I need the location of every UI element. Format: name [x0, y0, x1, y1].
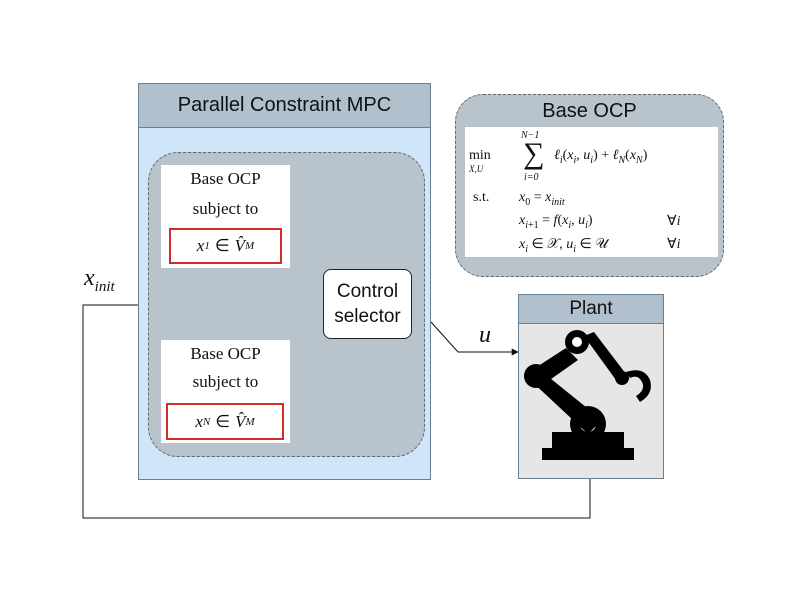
st-label: s.t.	[473, 190, 490, 205]
constraint-initial: x0 = xinit	[519, 190, 565, 208]
sum-symbol: ∑	[523, 137, 545, 170]
constraint-dynamics: xi+1 = f(xi, ui)	[519, 213, 593, 231]
top-ocp-line1: Base OCP	[190, 169, 261, 188]
robot-arm-icon	[524, 330, 651, 460]
objective: ℓi(xi, ui) + ℓN(xN)	[554, 148, 648, 166]
forall-1: ∀i	[667, 214, 681, 229]
min-label: min	[469, 148, 491, 163]
forall-2: ∀i	[667, 237, 681, 252]
top-ocp-line2: subject to	[192, 199, 259, 218]
selector-line1: Control	[336, 281, 399, 302]
base-ocp-title: Base OCP	[542, 100, 637, 122]
constraint-sets: xi ∈ 𝒳, ui ∈ 𝒰	[519, 237, 608, 255]
control-selector: Control selector	[323, 269, 412, 339]
x-init-symbol: x	[84, 265, 95, 291]
constraint-rel: ∈	[214, 236, 230, 255]
mpc-title: Parallel Constraint MPC	[138, 83, 431, 128]
plant-title: Plant	[518, 294, 664, 324]
bottom-ocp-line1: Base OCP	[190, 344, 261, 363]
min-subscript: X,U	[469, 164, 484, 174]
base-ocp-formula: min X,U N−1 ∑ i=0 ℓi(xi, ui) + ℓN(xN) s.…	[465, 127, 718, 257]
constraint-var: x	[196, 236, 205, 255]
constraint-sub: 1	[204, 240, 210, 252]
constraint-var: x	[195, 411, 203, 431]
constraint-sub: N	[202, 415, 211, 428]
selector-line2: selector	[334, 306, 401, 327]
sum-upper-limit: N−1	[521, 130, 540, 141]
feedback-line	[82, 304, 591, 519]
constraint-set: V̂	[235, 411, 246, 431]
constraint-set: V̂	[234, 236, 246, 255]
constraint-set-sub: M	[245, 415, 255, 428]
x-init-sub: init	[94, 278, 115, 295]
min-operator: min	[469, 148, 491, 164]
constraint-rel: ∈	[215, 411, 231, 431]
arrow-u-to-plant	[430, 321, 519, 356]
constraint-set-sub: M	[245, 240, 255, 252]
u-label: u	[479, 322, 491, 348]
sum-lower-limit: i=0	[524, 172, 539, 183]
bottom-ocp-line2: subject to	[192, 372, 259, 391]
x-init-label: xinit	[84, 265, 115, 296]
